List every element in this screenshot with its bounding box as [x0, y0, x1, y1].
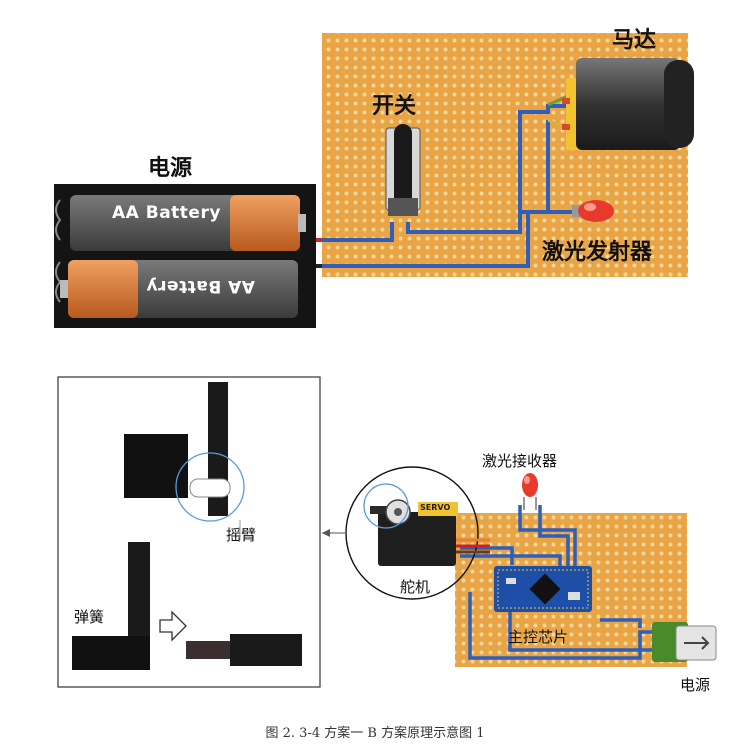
rocker-arm-highlight — [175, 452, 245, 522]
label-switch: 开关 — [372, 94, 417, 119]
label-rocker-arm: 摇臂 — [226, 526, 257, 544]
servo — [363, 483, 458, 566]
usb-connector — [652, 622, 717, 662]
servo-highlight-circle — [345, 466, 479, 600]
spring-base — [72, 636, 150, 670]
switch — [385, 124, 421, 216]
figure-caption: 图 2. 3-4 方案一 B 方案原理示意图 1 — [265, 726, 485, 741]
transition-arrow — [159, 610, 187, 642]
laser-receiver-led — [522, 473, 538, 510]
main-controller-board — [494, 566, 592, 612]
label-servo: 舵机 — [400, 578, 431, 596]
label-power-bottom: 电源 — [680, 676, 711, 694]
servo-brand-text: SERVO — [420, 503, 451, 512]
motor — [562, 58, 694, 150]
servo-arm-highlight — [363, 483, 409, 529]
laser-emitter-led — [572, 200, 614, 222]
label-spring: 弹簧 — [74, 608, 105, 626]
result-block-thin — [186, 641, 234, 659]
label-main-chip: 主控芯片 — [508, 628, 569, 646]
top-diagram — [54, 33, 694, 328]
bottom-diagram — [57, 376, 717, 688]
label-power-top: 电源 — [148, 156, 193, 181]
label-laser-receiver: 激光接收器 — [482, 452, 558, 470]
battery-cell-1-text: AA Battery — [112, 203, 221, 223]
battery-holder — [54, 184, 316, 328]
traces-top — [322, 104, 572, 268]
label-motor: 马达 — [612, 28, 657, 53]
result-block-thick — [230, 634, 302, 666]
battery-cell-2-text: AA Battery — [146, 276, 255, 296]
label-laser-emitter: 激光发射器 — [542, 240, 653, 265]
mechanism-block — [124, 434, 188, 498]
